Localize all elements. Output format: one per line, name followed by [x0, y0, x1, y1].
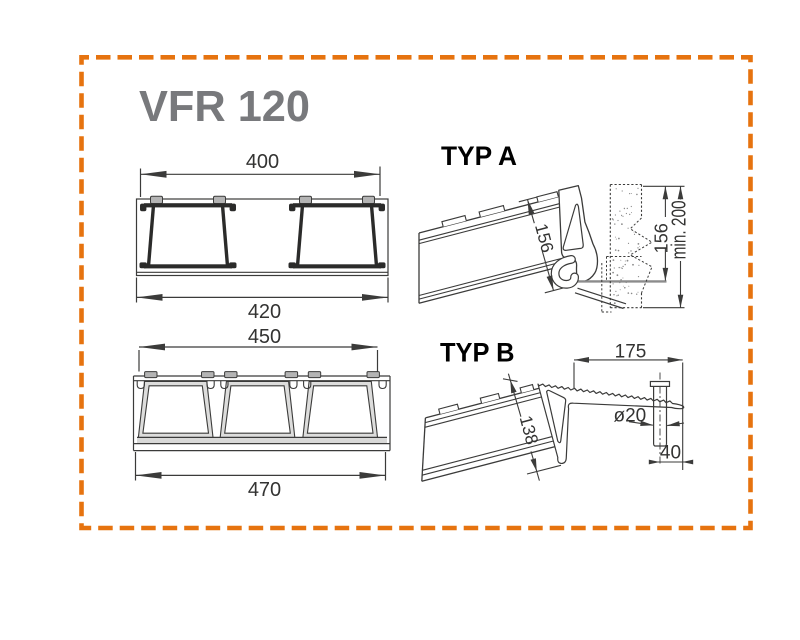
svg-text:ø20: ø20 — [614, 405, 647, 426]
svg-text:450: 450 — [248, 326, 281, 348]
svg-text:TYP B: TYP B — [440, 338, 515, 368]
svg-text:VFR 120: VFR 120 — [139, 83, 310, 131]
svg-text:156: 156 — [651, 223, 671, 253]
svg-text:470: 470 — [248, 479, 281, 501]
svg-text:400: 400 — [246, 151, 279, 173]
svg-text:TYP A: TYP A — [441, 141, 517, 171]
svg-text:156: 156 — [531, 221, 558, 254]
svg-text:175: 175 — [615, 342, 647, 363]
svg-text:40: 40 — [660, 443, 681, 464]
svg-text:min. 200: min. 200 — [667, 200, 690, 259]
svg-text:420: 420 — [248, 301, 281, 323]
svg-text:138: 138 — [516, 413, 543, 446]
